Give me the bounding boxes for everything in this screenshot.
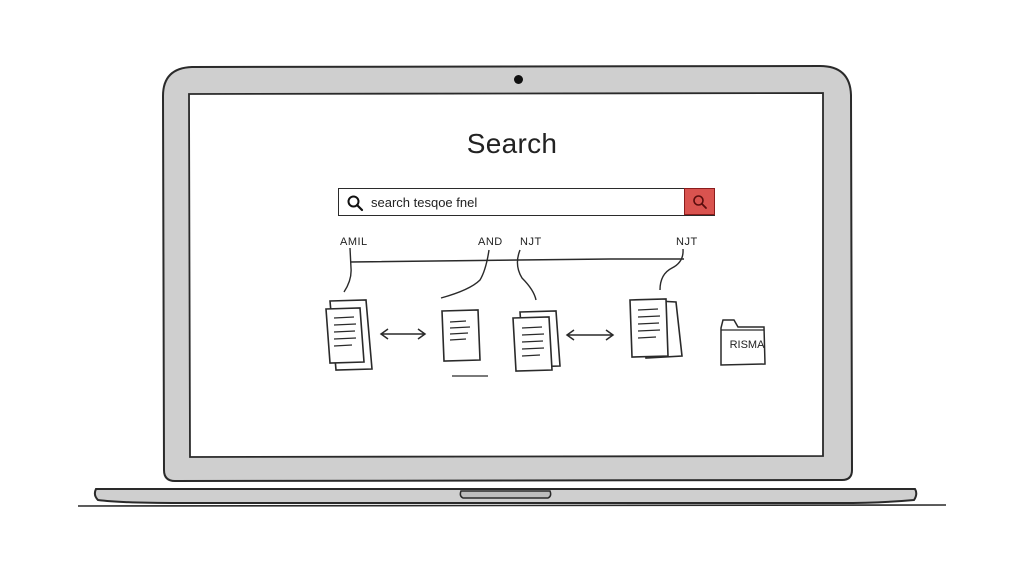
operator-label-not-2: NJT	[676, 236, 698, 248]
document-3	[512, 310, 561, 372]
search-button[interactable]	[684, 188, 715, 215]
search-icon	[347, 195, 364, 212]
operator-label-and: AND	[478, 236, 503, 248]
table-line	[77, 504, 947, 507]
document-1	[325, 299, 373, 371]
arrow-2	[565, 329, 615, 341]
webcam-icon	[514, 75, 523, 84]
search-input[interactable]: search tesqoe fnel	[371, 195, 478, 210]
document-4	[629, 298, 683, 359]
connector-amil	[343, 247, 352, 293]
folder-label: RISMA	[729, 339, 765, 351]
connector-not-1	[516, 249, 537, 301]
page-title: Search	[466, 128, 558, 159]
document-2	[441, 309, 488, 377]
connector-not-2	[659, 248, 684, 291]
magnifier-icon	[693, 195, 707, 209]
operator-label-not-1: NJT	[520, 236, 542, 248]
operator-label-amil: AMIL	[340, 236, 368, 248]
connector-and	[440, 249, 490, 299]
trackpad-notch	[459, 490, 552, 499]
folder-icon	[720, 319, 766, 366]
search-bar[interactable]: search tesqoe fnel	[338, 188, 715, 216]
arrow-1	[379, 328, 427, 340]
